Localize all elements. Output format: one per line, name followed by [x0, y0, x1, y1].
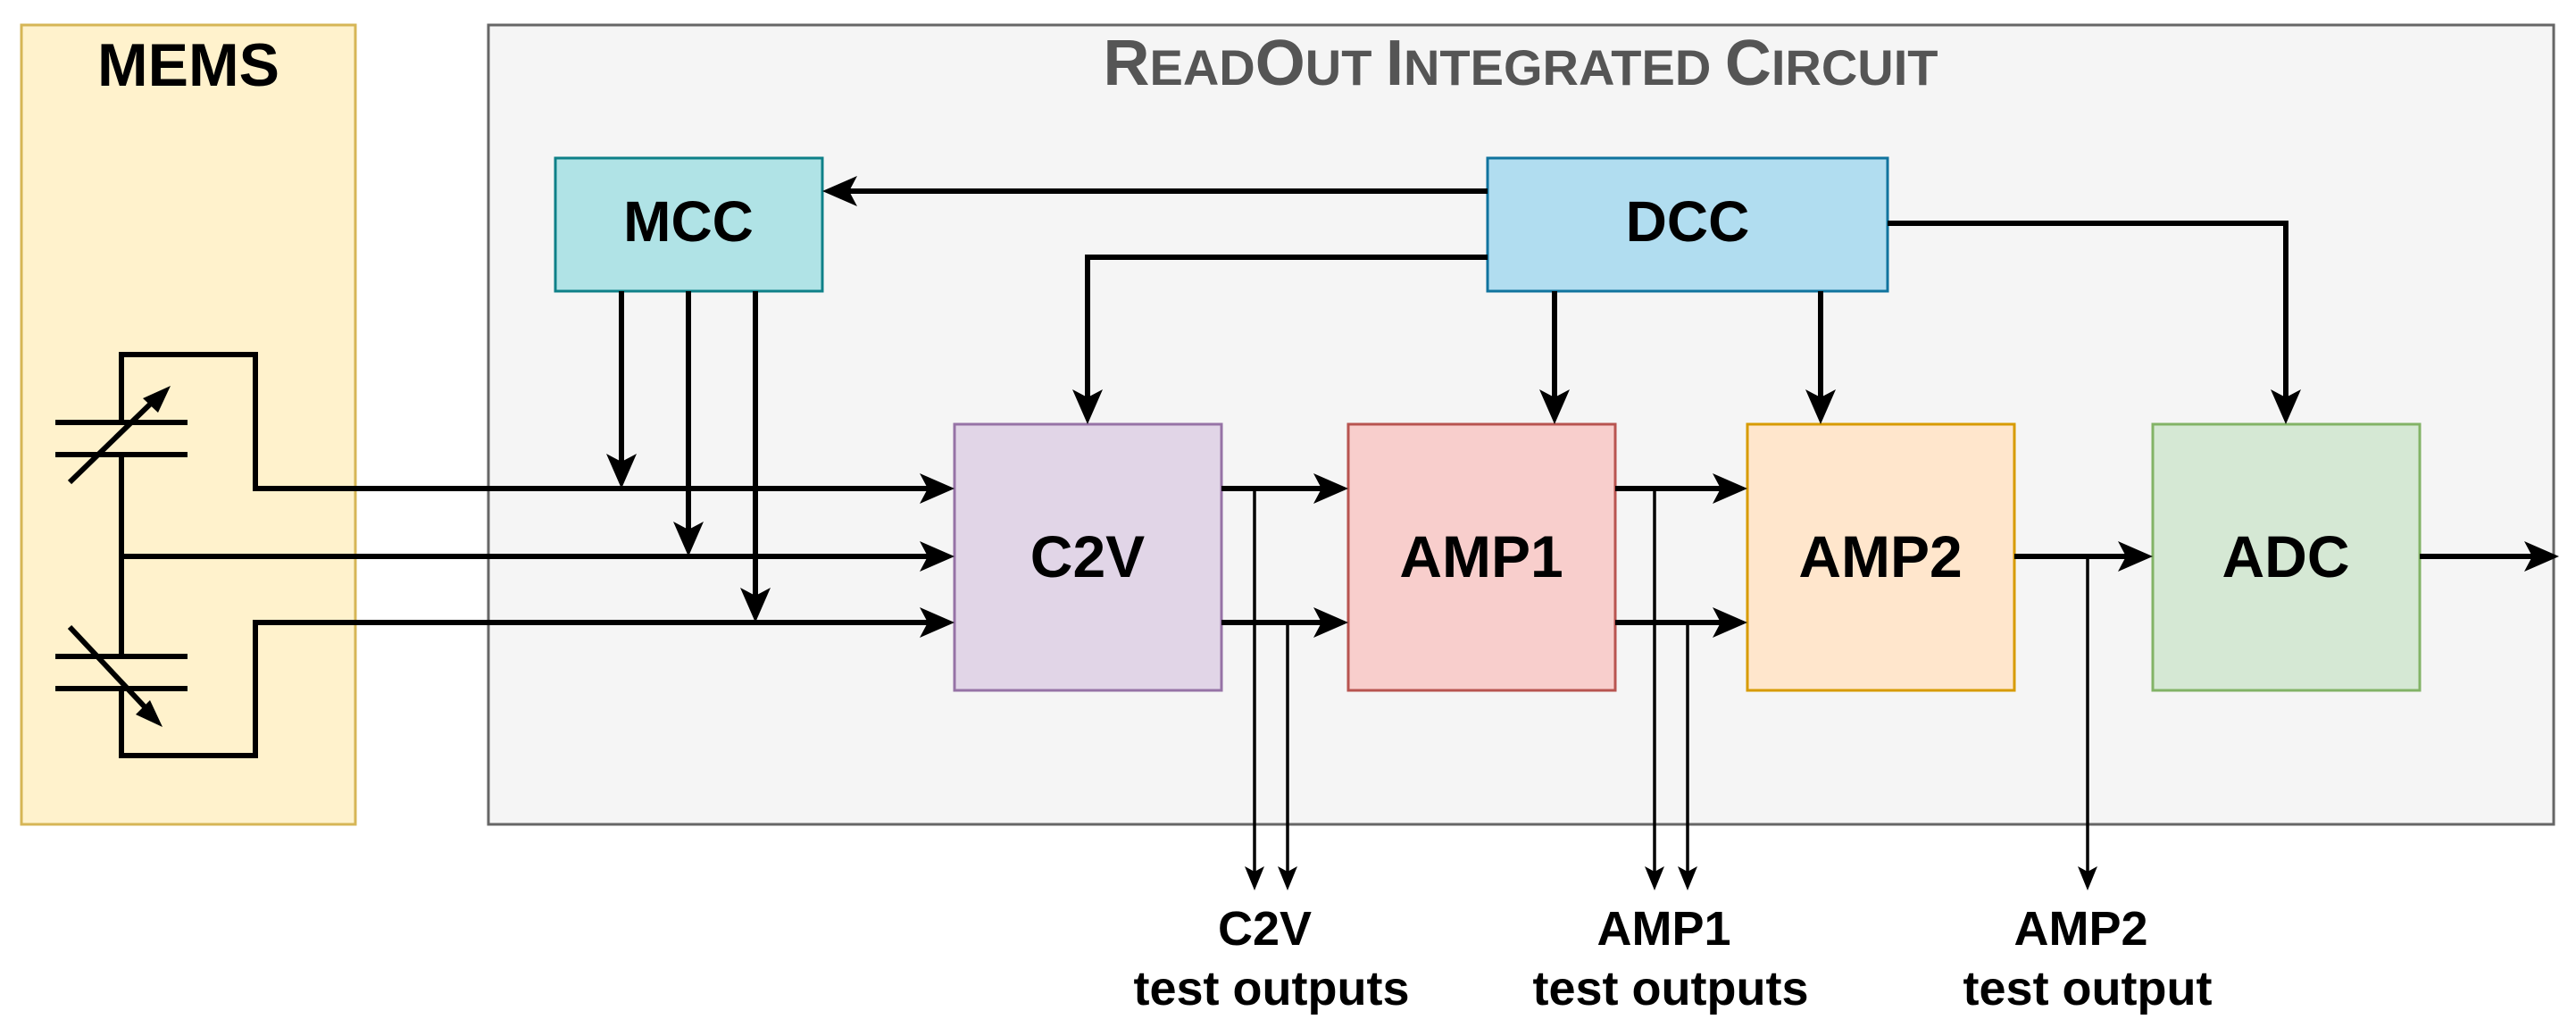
amp1-block: AMP1: [1346, 422, 1617, 692]
dcc-label: DCC: [1626, 189, 1750, 254]
mcc-label: MCC: [623, 189, 754, 254]
amp2-block: AMP2: [1746, 422, 2016, 692]
amp2-label: AMP2: [1798, 523, 1962, 589]
roic-title: READOUT INTEGRATED CIRCUIT: [1104, 28, 1938, 99]
adc-block: ADC: [2151, 422, 2422, 692]
arrowhead-c2v-in-3: [920, 607, 955, 638]
c2v-test-output-label: C2V test outputs: [1134, 902, 1410, 1015]
dcc-control-lines: [822, 176, 2301, 424]
mcc-control-lines: [606, 291, 771, 622]
mems-title: MEMS: [97, 31, 279, 99]
adc-label: ADC: [2222, 523, 2350, 589]
signal-path: [1221, 473, 2559, 638]
arrowhead-c2v-in-2: [920, 541, 955, 572]
amp1-label: AMP1: [1399, 523, 1563, 589]
arrowhead-c2v-in-1: [920, 473, 955, 504]
amp2-test-output-label: AMP2 test output: [1963, 902, 2213, 1015]
mcc-block: MCC: [554, 156, 824, 293]
c2v-label: C2V: [1030, 523, 1145, 589]
test-output-taps: [1245, 489, 2097, 890]
dcc-block: DCC: [1486, 156, 1889, 293]
c2v-block: C2V: [953, 422, 1223, 692]
mems-wiring: [119, 352, 929, 758]
amp1-test-output-label: AMP1 test outputs: [1533, 902, 1809, 1015]
